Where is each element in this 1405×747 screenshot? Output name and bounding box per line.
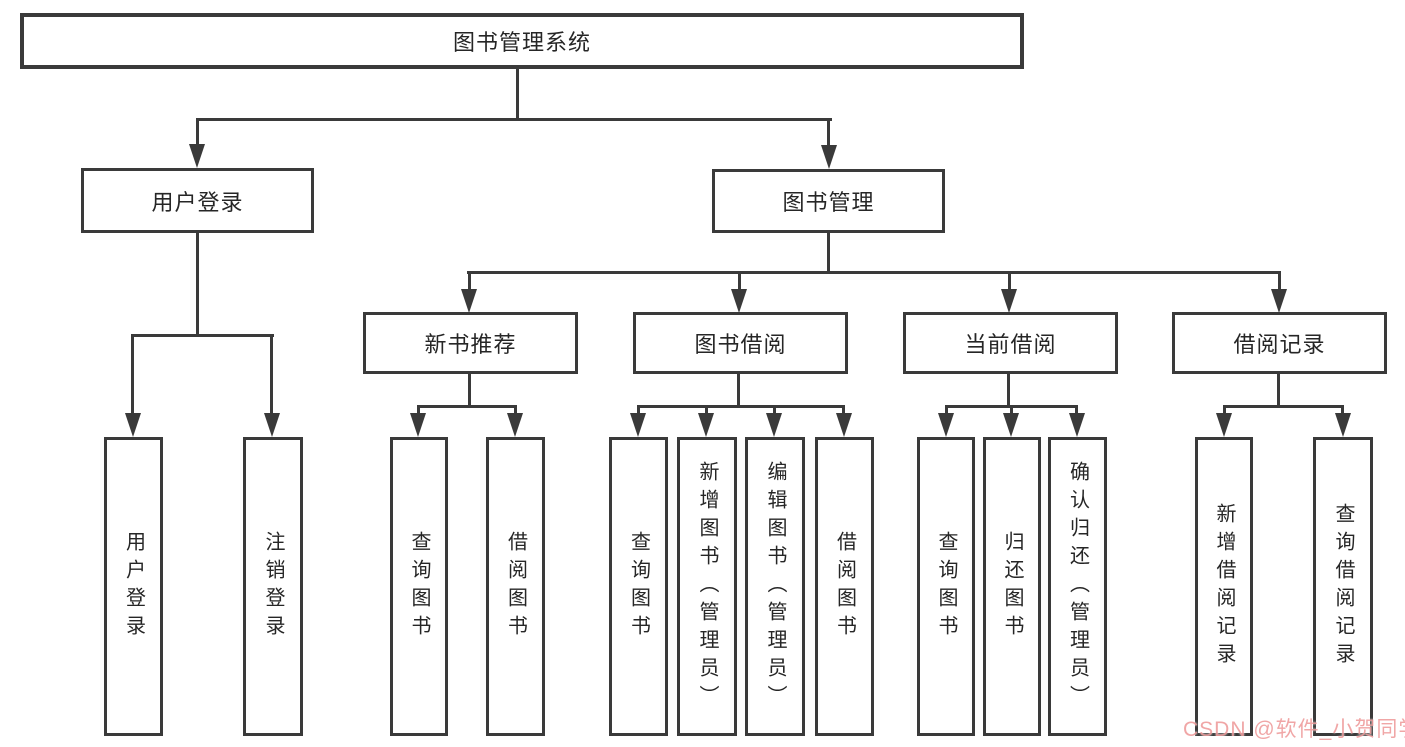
node-new-book-recommendation: 新书推荐 — [363, 312, 578, 374]
leaf-query-books-recommend: 查询图书 — [390, 437, 448, 736]
leaf-query-books-borrow: 查询图书 — [609, 437, 668, 736]
connector-line — [131, 334, 134, 416]
arrow-down-icon — [189, 144, 205, 168]
connector-line — [514, 405, 517, 415]
connector-line — [417, 405, 420, 415]
connector-line — [1278, 271, 1281, 290]
connector-line — [945, 405, 948, 415]
arrow-down-icon — [461, 289, 477, 313]
leaf-borrow-books-recommend: 借阅图书 — [486, 437, 545, 736]
connector-line — [196, 118, 832, 121]
arrow-down-icon — [1003, 413, 1019, 437]
connector-line — [738, 271, 741, 290]
connector-line — [516, 68, 519, 120]
leaf-user-login: 用户登录 — [104, 437, 163, 736]
leaf-edit-books-admin: 编辑图书（管理员） — [745, 437, 805, 736]
leaf-borrow-books: 借阅图书 — [815, 437, 874, 736]
node-current-borrowing: 当前借阅 — [903, 312, 1118, 374]
node-book-borrowing: 图书借阅 — [633, 312, 848, 374]
connector-line — [196, 233, 199, 337]
arrow-down-icon — [821, 145, 837, 169]
leaf-add-books-admin: 新增图书（管理员） — [677, 437, 737, 736]
leaf-logout: 注销登录 — [243, 437, 303, 736]
connector-line — [1223, 405, 1344, 408]
arrow-down-icon — [766, 413, 782, 437]
node-book-management: 图书管理 — [712, 169, 945, 233]
connector-line — [773, 405, 776, 415]
connector-line — [1277, 374, 1280, 408]
arrow-down-icon — [938, 413, 954, 437]
leaf-query-borrow-record: 查询借阅记录 — [1313, 437, 1373, 736]
arrow-down-icon — [264, 413, 280, 437]
connector-line — [737, 374, 740, 408]
csdn-watermark: CSDN @软件_小贺同学 — [1183, 718, 1405, 741]
connector-line — [417, 405, 517, 408]
leaf-confirm-return-admin: 确认归还（管理员） — [1048, 437, 1107, 736]
connector-line — [1008, 271, 1011, 290]
connector-line — [1007, 374, 1010, 408]
arrow-down-icon — [1001, 289, 1017, 313]
connector-line — [467, 271, 1281, 274]
connector-line — [1075, 405, 1078, 415]
connector-line — [270, 334, 273, 416]
connector-line — [132, 334, 274, 337]
node-user-login: 用户登录 — [81, 168, 314, 233]
arrow-down-icon — [731, 289, 747, 313]
arrow-down-icon — [125, 413, 141, 437]
connector-line — [1341, 405, 1344, 415]
connector-line — [827, 233, 830, 273]
connector-line — [1223, 405, 1226, 415]
arrow-down-icon — [1335, 413, 1351, 437]
arrow-down-icon — [507, 413, 523, 437]
connector-line — [468, 271, 471, 290]
arrow-down-icon — [1271, 289, 1287, 313]
connector-line — [637, 405, 845, 408]
connector-line — [468, 374, 471, 408]
connector-line — [705, 405, 708, 415]
connector-line — [637, 405, 640, 415]
arrow-down-icon — [698, 413, 714, 437]
leaf-query-books-current: 查询图书 — [917, 437, 975, 736]
connector-line — [842, 405, 845, 415]
arrow-down-icon — [1216, 413, 1232, 437]
connector-line — [196, 118, 199, 146]
arrow-down-icon — [630, 413, 646, 437]
node-library-management-system: 图书管理系统 — [20, 13, 1024, 69]
leaf-add-borrow-record: 新增借阅记录 — [1195, 437, 1253, 736]
connector-line — [827, 118, 830, 147]
connector-line — [1010, 405, 1013, 415]
node-borrowing-records: 借阅记录 — [1172, 312, 1387, 374]
arrow-down-icon — [410, 413, 426, 437]
leaf-return-books: 归还图书 — [983, 437, 1041, 736]
arrow-down-icon — [836, 413, 852, 437]
arrow-down-icon — [1069, 413, 1085, 437]
